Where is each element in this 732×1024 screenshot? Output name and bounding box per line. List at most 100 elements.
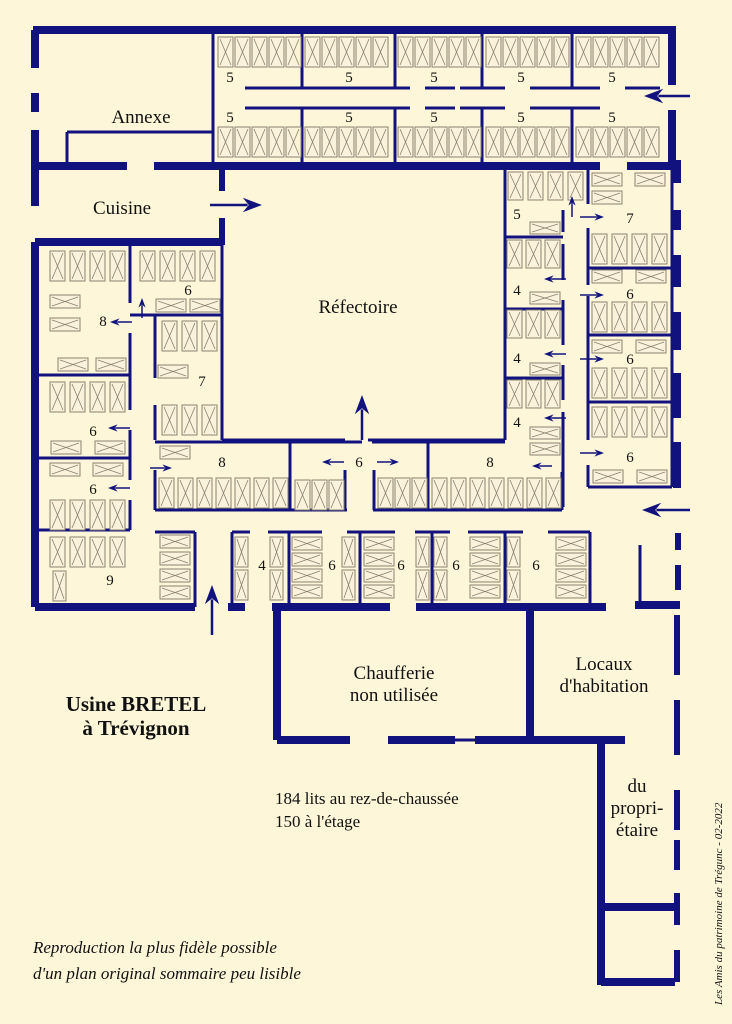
bed <box>199 250 216 282</box>
arrow-head <box>644 88 664 104</box>
bed-count: 6 <box>532 558 540 574</box>
bed <box>372 126 389 158</box>
bed <box>363 584 395 599</box>
bed-cross <box>323 38 336 66</box>
arrow-icon <box>108 484 130 492</box>
bed-cross <box>416 128 429 156</box>
arrow-head <box>138 298 146 308</box>
bed <box>363 536 395 551</box>
bed-cross <box>593 174 621 185</box>
bed-cross <box>549 173 562 199</box>
bed-cross <box>51 501 64 529</box>
bed <box>529 221 561 235</box>
bed <box>372 36 389 68</box>
bed <box>414 36 431 68</box>
bed-cross <box>593 408 606 436</box>
bed <box>49 499 66 531</box>
bed-cross <box>274 479 287 507</box>
bed <box>269 536 284 568</box>
bed <box>217 36 234 68</box>
bed-cross <box>399 38 412 66</box>
bed-count: 8 <box>99 314 107 330</box>
room-label-locaux: Locaux <box>576 654 633 675</box>
bed <box>234 477 251 509</box>
bed <box>525 379 542 409</box>
bed-cross <box>71 501 84 529</box>
bed <box>431 126 448 158</box>
bed <box>234 126 251 158</box>
bed <box>109 499 126 531</box>
bed-cross <box>653 369 666 397</box>
bed <box>635 339 667 354</box>
arrow-head <box>110 318 120 326</box>
bed <box>631 301 648 333</box>
bed-cross <box>633 369 646 397</box>
bed-count: 5 <box>345 70 353 86</box>
bed-cross <box>593 271 621 282</box>
bed-cross <box>270 38 283 66</box>
bed <box>159 534 191 549</box>
arrow-icon <box>322 458 344 466</box>
bed-cross <box>51 296 79 307</box>
bed-cross <box>613 235 626 263</box>
bed-cross <box>528 479 541 507</box>
bed-count: 4 <box>258 558 266 574</box>
bed <box>544 239 561 269</box>
bed <box>651 367 668 399</box>
bed-count: 5 <box>608 70 616 86</box>
bed-cross <box>633 303 646 331</box>
bed <box>57 357 89 372</box>
bed <box>268 36 285 68</box>
bed <box>431 477 448 509</box>
bed <box>529 442 561 456</box>
bed <box>529 291 561 305</box>
bed <box>411 477 428 509</box>
bed-cross <box>91 501 104 529</box>
bed-cross <box>181 252 194 280</box>
bed-cross <box>203 322 216 350</box>
bed-cross <box>471 479 484 507</box>
arrow-head <box>594 213 604 221</box>
bed-cross <box>330 481 343 509</box>
bed-cross <box>236 479 249 507</box>
bed <box>89 250 106 282</box>
bed-cross <box>467 38 480 66</box>
bed <box>52 570 67 602</box>
bed <box>651 301 668 333</box>
bed <box>609 36 626 68</box>
bed <box>139 250 156 282</box>
bed-cross <box>296 481 309 509</box>
bed-cross <box>593 369 606 397</box>
bed <box>591 172 623 187</box>
bed <box>555 536 587 551</box>
bed <box>506 309 523 339</box>
bed <box>529 362 561 376</box>
bed <box>158 477 175 509</box>
arrow-icon <box>377 458 399 466</box>
bed-count: 6 <box>89 482 97 498</box>
bed-cross <box>71 383 84 411</box>
bed <box>328 479 345 511</box>
bed-cross <box>636 174 664 185</box>
bed <box>591 406 608 438</box>
bed-cross <box>357 38 370 66</box>
bed <box>591 190 623 205</box>
bed-cross <box>51 252 64 280</box>
bed <box>201 320 218 352</box>
bed-cross <box>433 479 446 507</box>
bed-cross <box>340 128 353 156</box>
bed-cross <box>521 38 534 66</box>
bed-cross <box>54 572 65 600</box>
bed-cross <box>97 359 125 370</box>
bed <box>397 36 414 68</box>
room-label-proprietaire-2: propri- <box>611 798 664 819</box>
arrow-icon <box>544 414 566 422</box>
bed <box>529 426 561 440</box>
bed-cross <box>490 479 503 507</box>
arrow-icon <box>568 196 576 217</box>
bed <box>611 301 628 333</box>
bed-cross <box>471 570 499 581</box>
bed <box>506 569 521 601</box>
arrow-icon <box>354 395 370 440</box>
